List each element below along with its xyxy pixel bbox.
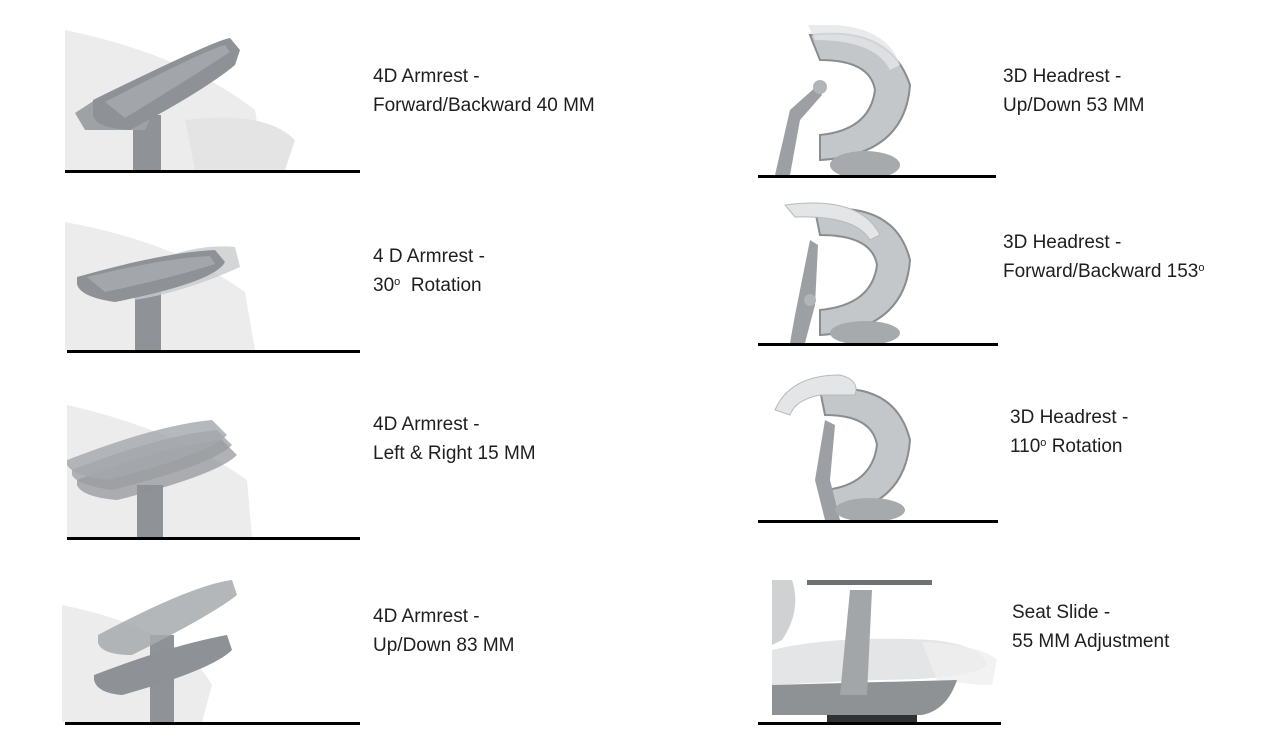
degree-symbol: o bbox=[1198, 262, 1205, 274]
caption-spec: Up/Down 53 MM bbox=[1003, 95, 1145, 116]
feature-caption: 3D Headrest - Forward/Backward 153o bbox=[1003, 228, 1205, 286]
feature-caption: Seat Slide - 55 MM Adjustment bbox=[1012, 598, 1169, 656]
caption-spec: 110o Rotation bbox=[1010, 436, 1123, 457]
headrest-forward-backward-image bbox=[760, 195, 996, 343]
caption-title: 4D Armrest - bbox=[373, 606, 480, 627]
feature-caption: 4D Armrest - Up/Down 83 MM bbox=[373, 602, 515, 660]
caption-title: 4 D Armrest - bbox=[373, 246, 485, 267]
armrest-left-right-image bbox=[67, 405, 360, 537]
feature-caption: 4D Armrest - Left & Right 15 MM bbox=[373, 410, 536, 468]
armrest-rotation-image bbox=[65, 222, 360, 350]
caption-title: 4D Armrest - bbox=[373, 414, 480, 435]
divider-rule bbox=[758, 175, 996, 178]
caption-spec: Up/Down 83 MM bbox=[373, 635, 515, 656]
divider-rule bbox=[758, 722, 1001, 725]
caption-spec: 55 MM Adjustment bbox=[1012, 631, 1170, 652]
caption-title: Seat Slide - bbox=[1012, 602, 1111, 623]
divider-rule bbox=[67, 350, 360, 353]
headrest-up-down-image bbox=[760, 25, 995, 175]
feature-caption: 4 D Armrest - 30o Rotation bbox=[373, 242, 485, 300]
armrest-forward-backward-image bbox=[65, 30, 360, 170]
caption-spec: Forward/Backward 153o bbox=[1003, 261, 1205, 282]
feature-caption: 3D Headrest - 110o Rotation bbox=[1010, 403, 1128, 461]
divider-rule bbox=[758, 343, 998, 346]
caption-title: 4D Armrest - bbox=[373, 66, 480, 87]
divider-rule bbox=[758, 520, 998, 523]
headrest-rotation-image bbox=[760, 370, 996, 520]
caption-title: 3D Headrest - bbox=[1003, 232, 1122, 253]
caption-title: 3D Headrest - bbox=[1003, 66, 1122, 87]
caption-spec: Forward/Backward 40 MM bbox=[373, 95, 595, 116]
seat-slide-image bbox=[772, 580, 1000, 722]
feature-caption: 3D Headrest - Up/Down 53 MM bbox=[1003, 62, 1145, 120]
caption-title: 3D Headrest - bbox=[1010, 407, 1129, 428]
degree-symbol: o bbox=[1040, 437, 1047, 449]
degree-symbol: o bbox=[394, 276, 401, 288]
caption-spec: Left & Right 15 MM bbox=[373, 443, 536, 464]
armrest-up-down-image bbox=[62, 575, 360, 722]
caption-spec: 30o Rotation bbox=[373, 275, 482, 296]
divider-rule bbox=[65, 170, 360, 173]
divider-rule bbox=[65, 722, 360, 725]
feature-caption: 4D Armrest - Forward/Backward 40 MM bbox=[373, 62, 595, 120]
divider-rule bbox=[67, 537, 360, 540]
